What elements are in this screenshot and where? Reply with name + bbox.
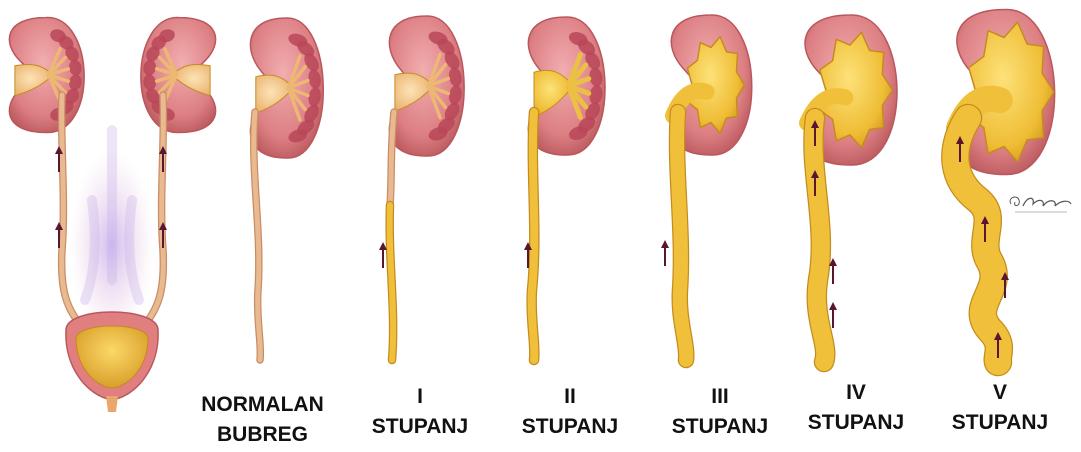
grade-3-ureter (677, 112, 686, 360)
caption-normal-kidney: NORMALAN BUBREG (180, 390, 345, 450)
urethra (106, 396, 118, 412)
caption-grade-3-numeral: III (660, 382, 780, 412)
right-kidney (141, 17, 216, 132)
grade-1-ureter-upper (390, 112, 394, 205)
caption-grade-5: V STUPANJ (940, 378, 1060, 438)
normal-kidney (250, 18, 323, 158)
ureter-fill (532, 112, 535, 360)
caption-grade-2-numeral: II (510, 382, 630, 412)
caption-grade-4-numeral: IV (796, 378, 916, 408)
caption-normal-line1: NORMALAN (180, 390, 345, 420)
artist-signature-mark (1005, 190, 1077, 220)
grade-1-kidney (389, 16, 464, 156)
caption-grade-4-label: STUPANJ (796, 408, 916, 438)
grade-2-kidney (528, 17, 605, 155)
caption-grade-1-numeral: I (360, 382, 480, 412)
caption-grade-2: II STUPANJ (510, 382, 630, 442)
caption-grade-1: I STUPANJ (360, 382, 480, 442)
reflux-arrow-icon (379, 242, 387, 268)
ureter-fill (390, 205, 393, 360)
caption-grade-3-label: STUPANJ (660, 412, 780, 442)
grade-2-ureter (532, 112, 535, 360)
urinary-bladder (66, 312, 158, 412)
caption-grade-1-label: STUPANJ (360, 412, 480, 442)
caption-normal-line2: BUBREG (180, 420, 345, 450)
caption-grade-4: IV STUPANJ (796, 378, 916, 438)
caption-grade-3: III STUPANJ (660, 382, 780, 442)
blood-vessel (85, 130, 139, 300)
caption-grade-5-numeral: V (940, 378, 1060, 408)
grade-4-ureter (813, 118, 825, 362)
left-kidney (9, 17, 84, 132)
caption-grade-2-label: STUPANJ (510, 412, 630, 442)
reflux-arrow-icon (661, 240, 669, 266)
grade-1-ureter-lower (390, 205, 393, 360)
grade-5-kidney (957, 9, 1055, 174)
caption-grade-5-label: STUPANJ (940, 408, 1060, 438)
